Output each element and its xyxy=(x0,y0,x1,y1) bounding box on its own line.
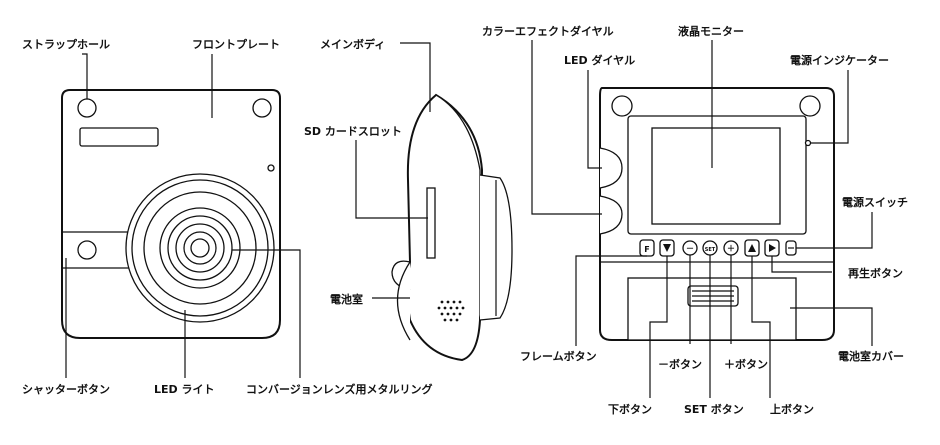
label-front-plate: フロントプレート xyxy=(192,37,280,51)
label-color-effect-dial: カラーエフェクトダイヤル xyxy=(482,24,614,38)
plus-button-glyph: ＋ xyxy=(727,244,735,253)
label-battery-cover: 電池室カバー xyxy=(838,349,904,363)
leader-down-button xyxy=(649,256,668,398)
label-conversion-ring: コンバージョンレンズ用メタルリング xyxy=(246,382,433,396)
back-strap-hole-right xyxy=(799,95,821,117)
leader-sd-slot xyxy=(355,140,428,219)
lens-center xyxy=(190,238,210,258)
power-indicator-shape xyxy=(804,139,812,147)
side-leaders xyxy=(355,42,431,299)
label-led-light: LED ライト xyxy=(154,383,214,396)
front-view xyxy=(61,89,281,339)
leader-led-dial xyxy=(587,70,602,169)
strap-hole-left xyxy=(77,98,97,118)
label-minus-button: －ボタン xyxy=(658,357,702,371)
led-dial-shape xyxy=(599,147,623,189)
label-battery-room: 電池室 xyxy=(330,292,363,306)
label-plus-button: ＋ボタン xyxy=(724,357,768,371)
label-set-button: SET ボタン xyxy=(684,402,744,416)
color-effect-dial-shape xyxy=(599,195,623,235)
side-battery-hump xyxy=(396,261,411,341)
label-down-button: 下ボタン xyxy=(608,402,652,416)
back-strap-hole-left xyxy=(611,95,633,117)
leader-strap-hole xyxy=(82,53,88,99)
minus-button-glyph: － xyxy=(686,244,694,253)
front-leaders xyxy=(65,53,301,378)
leader-frame-button xyxy=(575,255,647,346)
leader-main-body xyxy=(400,42,431,112)
side-view xyxy=(391,93,513,362)
sd-slot-shape xyxy=(426,187,436,259)
lcd-screen xyxy=(651,127,781,225)
label-frame-button: フレームボタン xyxy=(520,349,597,363)
back-view: F － SET ＋ xyxy=(599,87,835,341)
side-front-plate xyxy=(435,94,481,320)
play-icon xyxy=(769,244,776,252)
label-main-body: メインボディ xyxy=(320,37,385,51)
label-power-switch: 電源スイッチ xyxy=(842,195,908,209)
label-led-dial: LED ダイヤル xyxy=(564,53,635,67)
label-sd-slot: SD カードスロット xyxy=(304,125,402,138)
leader-conversion-ring xyxy=(232,249,301,378)
frame-button-glyph: F xyxy=(644,245,649,254)
leader-power-switch xyxy=(796,212,873,249)
led-light-window xyxy=(79,127,159,147)
down-arrow-icon xyxy=(663,244,671,252)
shutter-button-shape xyxy=(77,240,97,260)
label-play-button: 再生ボタン xyxy=(848,266,903,280)
leader-play-button xyxy=(771,256,832,273)
label-power-indicator: 電源インジケーター xyxy=(790,53,889,67)
label-shutter-button: シャッターボタン xyxy=(22,382,110,396)
back-leaders xyxy=(531,40,873,398)
strap-hole-right xyxy=(252,98,272,118)
front-small-hole xyxy=(267,164,275,172)
speaker-holes xyxy=(437,300,465,322)
label-strap-hole: ストラップホール xyxy=(22,37,110,51)
up-arrow-icon xyxy=(748,244,756,252)
leader-battery-cover xyxy=(790,307,873,346)
set-button-glyph: SET xyxy=(705,247,716,253)
leader-color-effect-dial xyxy=(531,40,602,215)
leader-up-button xyxy=(751,256,771,398)
label-lcd-monitor: 液晶モニター xyxy=(678,24,744,38)
leader-power-indicator xyxy=(810,70,849,144)
label-up-button: 上ボタン xyxy=(770,402,814,416)
